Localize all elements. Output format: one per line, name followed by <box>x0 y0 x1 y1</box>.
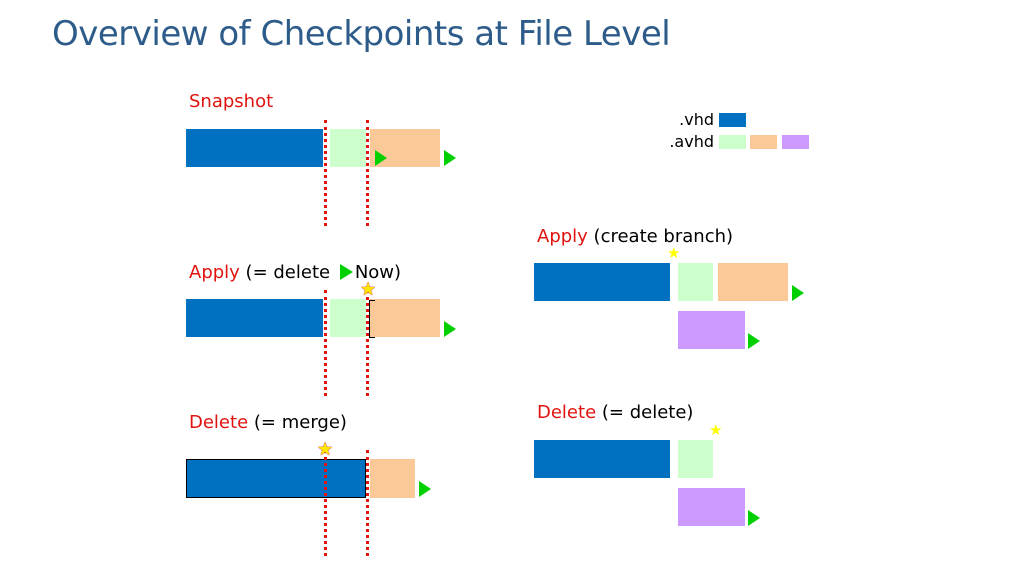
delete-delete-text: (= delete) <box>596 402 694 423</box>
apply-now-text-before: (= delete <box>239 262 336 283</box>
green-triangle-icon <box>375 150 387 166</box>
apply-branch-heading: Apply (create branch) <box>537 226 733 247</box>
legend-vhd-swatch <box>719 113 746 127</box>
apply-now-checkpoint-marker-2 <box>366 290 369 396</box>
apply-now-heading: Apply (= delete Now) <box>189 262 401 283</box>
apply-now-keyword: Apply <box>189 262 240 283</box>
apply-branch-avhd-orange-block <box>718 263 788 301</box>
apply-now-text-after: Now) <box>354 262 402 283</box>
delete-merge-vhd-block <box>186 459 366 498</box>
legend-vhd-label: .vhd <box>679 110 714 129</box>
delete-delete-vhd-block <box>534 440 670 478</box>
delete-delete-keyword: Delete <box>537 402 597 423</box>
apply-now-bracket <box>369 300 375 338</box>
snapshot-avhd-green-block <box>330 129 366 167</box>
star-icon: ★ <box>317 439 334 460</box>
legend-avhd-swatch-purple <box>782 135 809 149</box>
apply-now-avhd-orange-block <box>370 299 440 337</box>
snapshot-heading: Snapshot <box>189 91 273 112</box>
green-triangle-icon <box>419 481 431 497</box>
apply-now-vhd-block <box>186 299 323 337</box>
legend: .vhd .avhd <box>652 110 822 154</box>
delete-delete-avhd-green-block <box>678 440 713 478</box>
star-icon: ★ <box>709 421 723 439</box>
green-triangle-icon <box>339 263 353 280</box>
green-triangle-icon <box>748 333 760 349</box>
star-icon: ★ <box>360 279 377 300</box>
apply-branch-keyword: Apply <box>537 226 588 247</box>
legend-avhd-label: .avhd <box>669 132 714 151</box>
green-triangle-icon <box>444 321 456 337</box>
apply-now-checkpoint-marker-1 <box>324 290 327 396</box>
delete-merge-avhd-orange-block <box>370 459 415 498</box>
green-triangle-icon <box>444 150 456 166</box>
star-icon: ★ <box>667 244 681 262</box>
delete-merge-heading: Delete (= merge) <box>189 412 347 433</box>
snapshot-checkpoint-marker-1 <box>324 120 327 226</box>
page-title: Overview of Checkpoints at File Level <box>52 14 671 54</box>
apply-branch-avhd-purple-block <box>678 311 745 349</box>
delete-merge-keyword: Delete <box>189 412 249 433</box>
delete-merge-text: (= merge) <box>248 412 347 433</box>
legend-avhd-swatch-orange <box>750 135 777 149</box>
snapshot-vhd-block <box>186 129 323 167</box>
snapshot-keyword: Snapshot <box>189 91 274 112</box>
apply-branch-text: (create branch) <box>587 226 734 247</box>
delete-delete-heading: Delete (= delete) <box>537 402 693 423</box>
green-triangle-icon <box>792 285 804 301</box>
green-triangle-icon <box>748 510 760 526</box>
apply-now-avhd-green-block <box>330 299 366 337</box>
snapshot-checkpoint-marker-2 <box>366 120 369 226</box>
legend-avhd-swatch-green <box>719 135 746 149</box>
delete-merge-checkpoint-marker-2 <box>366 450 369 556</box>
delete-merge-checkpoint-marker-1 <box>324 450 327 556</box>
apply-branch-vhd-block <box>534 263 670 301</box>
apply-branch-avhd-green-block <box>678 263 713 301</box>
delete-delete-avhd-purple-block <box>678 488 745 526</box>
